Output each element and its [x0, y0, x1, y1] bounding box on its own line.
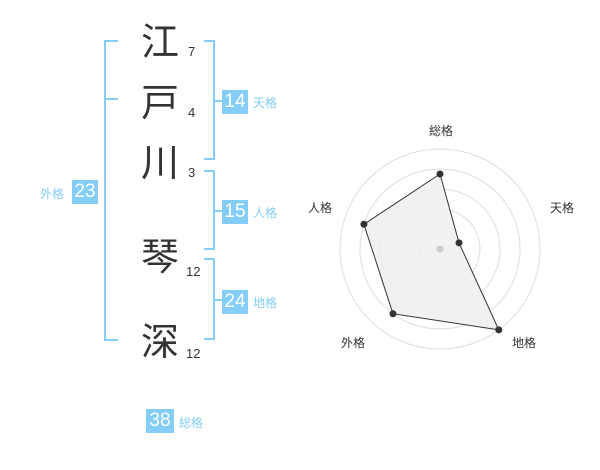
radar-center — [436, 245, 444, 253]
radar-area — [363, 173, 500, 331]
gaikaku-bracket-divider — [104, 98, 118, 100]
tenkaku-value: 14 — [222, 90, 248, 114]
name-char-3: 川 — [140, 141, 179, 185]
gaikaku-value: 23 — [72, 180, 98, 204]
radar-point-5 — [360, 220, 368, 228]
soukaku-value: 38 — [146, 409, 174, 433]
jinkaku-value: 15 — [222, 200, 248, 224]
tenkaku-label: 天格 — [253, 96, 278, 110]
radar-point-4 — [389, 310, 397, 318]
axis-label-jinkaku: 人格 — [308, 200, 332, 215]
stroke-count-3: 3 — [188, 165, 196, 180]
radar-ring — [359, 168, 521, 330]
radar-point-2 — [455, 239, 463, 247]
chikaku-bracket-tick — [215, 299, 222, 301]
name-char-4: 琴 — [140, 235, 179, 279]
soukaku-label: 総格 — [179, 416, 204, 430]
radar-point-1 — [436, 170, 444, 178]
jinkaku-label: 人格 — [253, 206, 278, 220]
name-char-5: 深 — [140, 320, 179, 364]
axis-label-gaikaku: 外格 — [341, 335, 365, 350]
chikaku-label: 地格 — [253, 296, 278, 310]
tenkaku-bracket-tick — [215, 100, 222, 102]
name-char-2: 戸 — [140, 81, 179, 125]
jinkaku-bracket-tick — [215, 210, 222, 212]
axis-label-tenkaku: 天格 — [550, 200, 574, 215]
radar-point-3 — [495, 326, 503, 334]
fortune-radar-chart: 総格 天格 地格 外格 人格 — [308, 123, 574, 350]
stroke-count-1: 7 — [188, 44, 196, 59]
gaikaku-label: 外格 — [40, 187, 65, 201]
radar-ring — [339, 148, 541, 350]
gaikaku-bracket — [104, 40, 118, 341]
stroke-count-2: 4 — [188, 105, 196, 120]
name-char-1: 江 — [140, 20, 179, 64]
axis-label-chikaku: 地格 — [512, 335, 536, 350]
chikaku-bracket — [204, 258, 215, 340]
jinkaku-bracket — [204, 170, 215, 250]
tenkaku-bracket — [204, 40, 215, 160]
axis-label-soukaku: 総格 — [429, 123, 453, 138]
stroke-count-4: 12 — [186, 264, 201, 279]
chikaku-value: 24 — [222, 290, 248, 314]
stroke-count-5: 12 — [186, 346, 201, 361]
